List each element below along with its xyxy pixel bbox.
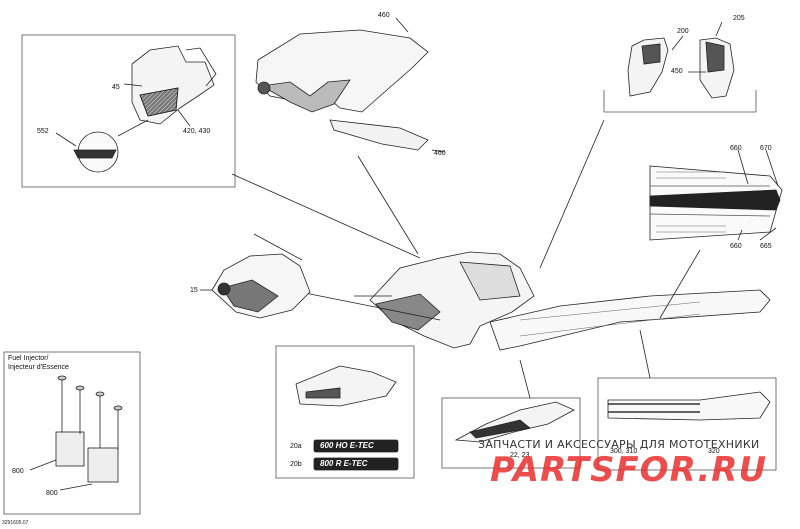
- inset-box-side-panel: [21, 34, 236, 188]
- fuel-injector-title-en: Fuel Injector/: [8, 355, 49, 362]
- drawing-code: 3291605.07: [2, 520, 29, 526]
- callout-15: 15: [190, 287, 198, 294]
- fuel-injector-title: Fuel Injector/ Injecteur d'Essence: [8, 354, 69, 372]
- callout-320: 320: [708, 448, 720, 455]
- callout-800-a: 800: [12, 468, 24, 475]
- callout-660-bottom: 660: [730, 243, 742, 250]
- inset-box-tunnel-decal: [597, 377, 777, 471]
- callout-670: 670: [760, 145, 772, 152]
- callout-300-310: 300, 310: [610, 448, 638, 455]
- callout-665: 665: [760, 243, 772, 250]
- callout-460-top: 460: [378, 12, 390, 19]
- inset-box-decals: [275, 345, 415, 479]
- callout-552: 552: [37, 128, 49, 135]
- decal-20a-text: 600 HO E-TEC: [320, 441, 374, 450]
- callout-20a: 20a: [290, 443, 302, 450]
- callout-800-b: 800: [46, 490, 58, 497]
- callout-450: 450: [671, 68, 683, 75]
- callout-22-23: 22, 23: [510, 452, 530, 459]
- callout-45: 45: [112, 84, 120, 91]
- watermark-tagline: ЗАПЧАСТИ И АКСЕССУАРЫ ДЛЯ МОТОТЕХНИКИ: [478, 438, 760, 451]
- hood-part: [255, 29, 429, 113]
- callout-420-430: 420, 430: [183, 128, 211, 135]
- decal-20a: [313, 439, 399, 453]
- callout-200: 200: [677, 28, 689, 35]
- callout-20b: 20b: [290, 461, 302, 468]
- watermark-logo-text: PARTSFOR.RU: [490, 450, 768, 490]
- side-panel-part: [131, 45, 215, 125]
- tunnel-side: [489, 289, 771, 351]
- inset-box-fuel-injector: [3, 351, 141, 515]
- callout-205: 205: [733, 15, 745, 22]
- decal-20b: [313, 457, 399, 471]
- inset-box-side-decal: [441, 397, 581, 469]
- callout-660-top: 660: [730, 145, 742, 152]
- callout-460-bottom: 460: [434, 150, 446, 157]
- fuel-injector-title-fr: Injecteur d'Essence: [8, 364, 69, 371]
- decal-20b-text: 800 R E-TEC: [320, 459, 368, 468]
